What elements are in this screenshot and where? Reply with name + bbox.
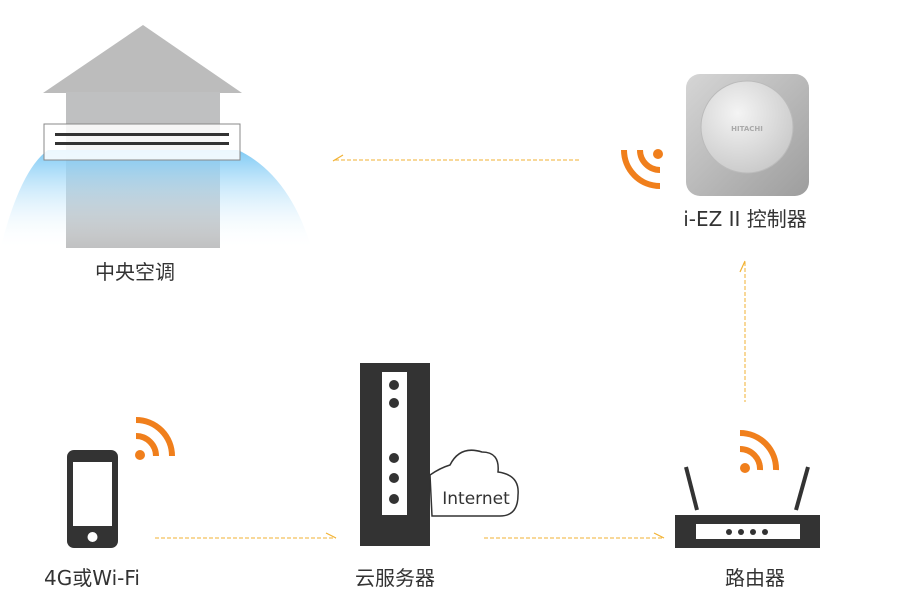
arrow-controller-to-ac: [332, 154, 580, 162]
internet-label: Internet: [442, 489, 510, 509]
arrow-server-to-router: [484, 532, 665, 539]
arrow-router-to-controller: [739, 260, 746, 402]
cloud-icon: Internet: [429, 449, 519, 517]
arrow-phone-to-server: [155, 532, 337, 539]
server-label: 云服务器: [355, 566, 435, 590]
wifi-icon: [739, 430, 780, 473]
ac-label: 中央空调: [95, 260, 175, 284]
central-ac-icon: [0, 25, 312, 250]
router-icon: [675, 466, 820, 548]
phone-icon: [67, 450, 118, 548]
controller-icon: HITACHI: [686, 74, 809, 196]
wifi-icon: [135, 417, 175, 460]
router-label: 路由器: [725, 566, 785, 590]
brand-logo: HITACHI: [731, 125, 763, 133]
controller-label: i-EZ II 控制器: [683, 207, 807, 231]
server-icon: [360, 363, 430, 546]
wifi-icon: [621, 149, 663, 189]
phone-label: 4G或Wi-Fi: [44, 566, 140, 590]
